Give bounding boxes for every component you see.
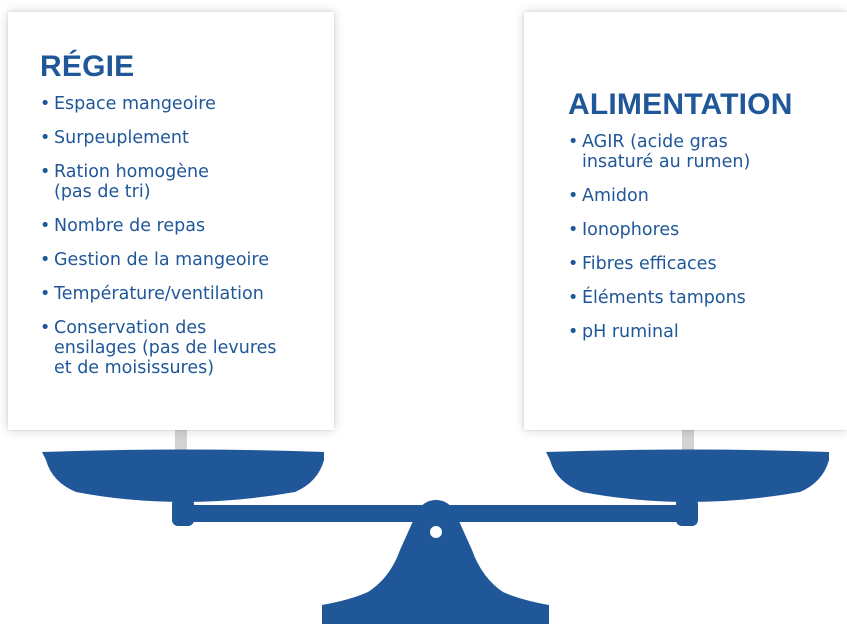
bullet-icon: • bbox=[40, 128, 51, 148]
list-item: •AGIR (acide gras insaturé au rumen) bbox=[568, 132, 847, 172]
list-item: •Nombre de repas bbox=[40, 216, 334, 236]
alimentation-list: •AGIR (acide gras insaturé au rumen) •Am… bbox=[568, 132, 847, 342]
regie-card: RÉGIE •Espace mangeoire •Surpeuplement •… bbox=[8, 12, 334, 430]
list-item-label: Espace mangeoire bbox=[54, 94, 216, 114]
alimentation-title: ALIMENTATION bbox=[568, 88, 793, 121]
bullet-icon: • bbox=[40, 162, 51, 182]
list-item: •Éléments tampons bbox=[568, 288, 847, 308]
scale-fulcrum bbox=[322, 500, 549, 624]
scale-pivot-hole bbox=[430, 526, 442, 538]
bullet-icon: • bbox=[40, 216, 51, 236]
list-item-label: Température/ventilation bbox=[54, 284, 264, 304]
bullet-icon: • bbox=[568, 254, 579, 274]
right-scale-pan bbox=[546, 449, 829, 502]
list-item-label: Conservation des ensilages (pas de levur… bbox=[54, 318, 277, 378]
regie-list: •Espace mangeoire •Surpeuplement •Ration… bbox=[40, 94, 334, 378]
bullet-icon: • bbox=[568, 288, 579, 308]
list-item-label: Nombre de repas bbox=[54, 216, 206, 236]
list-item: •Ionophores bbox=[568, 220, 847, 240]
bullet-icon: • bbox=[40, 250, 51, 270]
right-pan-post bbox=[682, 429, 694, 455]
list-item-label: Éléments tampons bbox=[582, 288, 746, 308]
list-item-label: pH ruminal bbox=[582, 322, 679, 342]
list-item: •pH ruminal bbox=[568, 322, 847, 342]
left-pan-post bbox=[175, 429, 187, 455]
list-item: •Température/ventilation bbox=[40, 284, 334, 304]
list-item-label: Gestion de la mangeoire bbox=[54, 250, 269, 270]
list-item: •Fibres efficaces bbox=[568, 254, 847, 274]
left-scale-pan bbox=[42, 449, 324, 502]
list-item-label: Fibres efficaces bbox=[582, 254, 717, 274]
list-item: •Gestion de la mangeoire bbox=[40, 250, 334, 270]
regie-title: RÉGIE bbox=[40, 50, 135, 83]
list-item-label: AGIR (acide gras insaturé au rumen) bbox=[582, 132, 751, 172]
list-item-label: Ration homogène (pas de tri) bbox=[54, 162, 209, 202]
list-item-label: Surpeuplement bbox=[54, 128, 189, 148]
list-item: •Amidon bbox=[568, 186, 847, 206]
list-item: •Espace mangeoire bbox=[40, 94, 334, 114]
bullet-icon: • bbox=[568, 186, 579, 206]
list-item: •Surpeuplement bbox=[40, 128, 334, 148]
bullet-icon: • bbox=[568, 220, 579, 240]
list-item: •Ration homogène (pas de tri) bbox=[40, 162, 334, 202]
list-item-label: Ionophores bbox=[582, 220, 680, 240]
bullet-icon: • bbox=[568, 132, 579, 152]
bullet-icon: • bbox=[40, 94, 51, 114]
list-item-label: Amidon bbox=[582, 186, 649, 206]
bullet-icon: • bbox=[40, 318, 51, 338]
alimentation-card: ALIMENTATION •AGIR (acide gras insaturé … bbox=[524, 12, 847, 430]
list-item: •Conservation des ensilages (pas de levu… bbox=[40, 318, 334, 378]
bullet-icon: • bbox=[40, 284, 51, 304]
bullet-icon: • bbox=[568, 322, 579, 342]
